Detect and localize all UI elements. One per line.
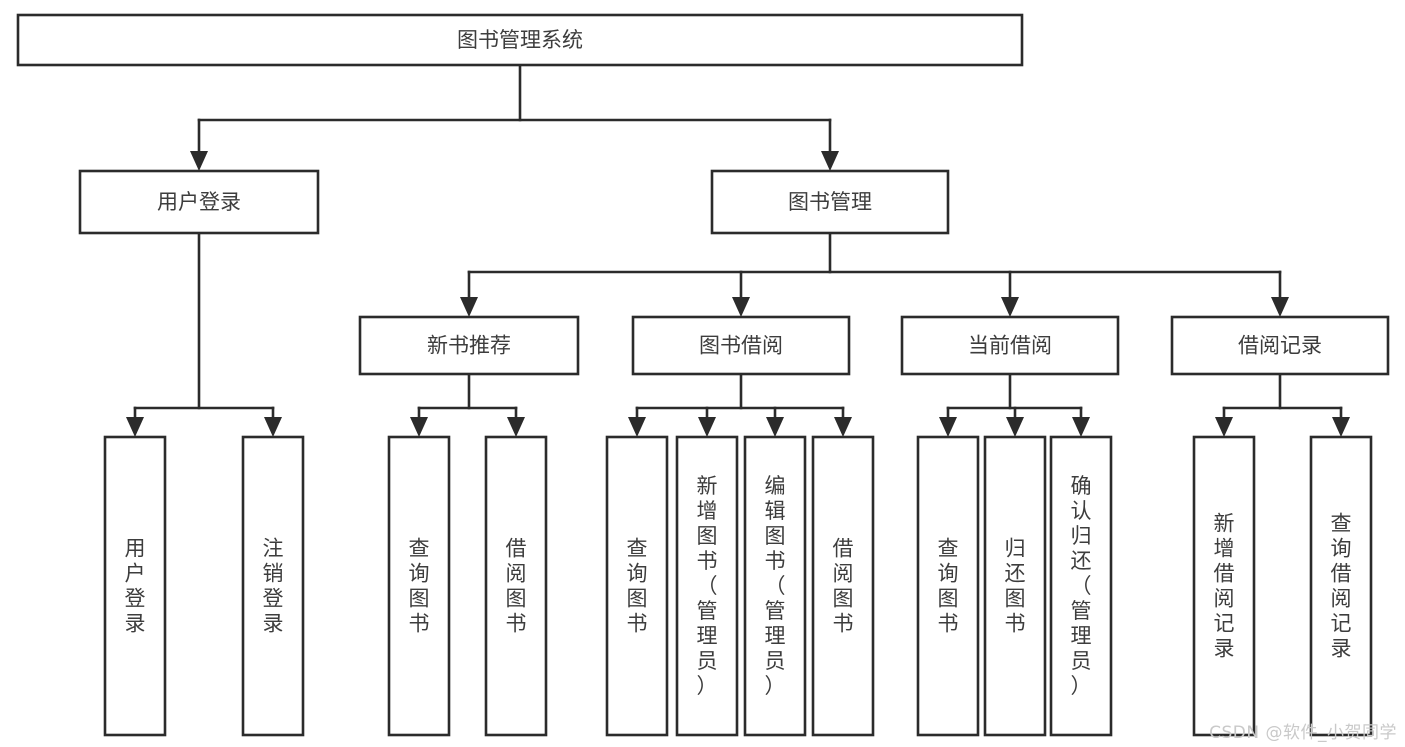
node-label: 借阅图书 (833, 537, 854, 636)
node-box (631, 315, 851, 376)
arrow-head-icon (834, 417, 852, 437)
node-box (1049, 435, 1113, 737)
arrow-head-icon (1001, 297, 1019, 317)
arrow-head-icon (126, 417, 144, 437)
node-label: 注销登录 (263, 537, 284, 636)
node-box (103, 435, 167, 737)
node-leaf-borrow-book-2[interactable]: 借阅图书 (811, 435, 875, 737)
node-label: 编辑图书（管理员） (765, 474, 786, 698)
node-box (484, 435, 548, 737)
arrow-head-icon (766, 417, 784, 437)
arrow-head-icon (1072, 417, 1090, 437)
node-label: 归还图书 (1005, 537, 1026, 636)
node-box (358, 315, 580, 376)
arrow-head-icon (190, 151, 208, 171)
node-label: 查询图书 (409, 537, 430, 636)
node-user-login[interactable]: 用户登录 (78, 169, 320, 235)
arrow-head-icon (628, 417, 646, 437)
node-label: 查询图书 (938, 537, 959, 636)
node-box (241, 435, 305, 737)
node-box (811, 435, 875, 737)
node-box (78, 169, 320, 235)
node-label: 确认归还（管理员） (1071, 474, 1092, 698)
arrow-head-icon (507, 417, 525, 437)
node-current-borrow[interactable]: 当前借阅 (900, 315, 1120, 376)
node-label: 图书借阅 (699, 334, 783, 358)
node-label: 新增图书（管理员） (697, 474, 718, 698)
node-new-book-recommend[interactable]: 新书推荐 (358, 315, 580, 376)
arrow-head-icon (732, 297, 750, 317)
node-leaf-edit-book[interactable]: 编辑图书（管理员） (743, 435, 807, 737)
node-leaf-query-record[interactable]: 查询借阅记录 (1309, 435, 1373, 737)
node-label: 图书管理 (788, 190, 872, 214)
node-label: 借阅图书 (506, 537, 527, 636)
node-box (1192, 435, 1256, 737)
arrow-head-icon (410, 417, 428, 437)
node-borrow-record[interactable]: 借阅记录 (1170, 315, 1390, 376)
csdn-watermark: CSDN @软件_小贺同学 (1209, 723, 1397, 743)
node-label: 查询图书 (627, 537, 648, 636)
arrow-head-icon (821, 151, 839, 171)
node-book-manage[interactable]: 图书管理 (710, 169, 950, 235)
node-box (1170, 315, 1390, 376)
node-leaf-logout[interactable]: 注销登录 (241, 435, 305, 737)
arrow-head-icon (939, 417, 957, 437)
node-leaf-borrow-book-1[interactable]: 借阅图书 (484, 435, 548, 737)
arrow-head-icon (460, 297, 478, 317)
node-leaf-add-record[interactable]: 新增借阅记录 (1192, 435, 1256, 737)
node-box (743, 435, 807, 737)
arrow-head-icon (1215, 417, 1233, 437)
node-box (916, 435, 980, 737)
node-box (387, 435, 451, 737)
node-leaf-query-book-2[interactable]: 查询图书 (605, 435, 669, 737)
node-box (900, 315, 1120, 376)
node-leaf-query-book-3[interactable]: 查询图书 (916, 435, 980, 737)
arrow-head-icon (264, 417, 282, 437)
arrow-head-icon (698, 417, 716, 437)
node-label: 新书推荐 (427, 334, 511, 358)
node-book-borrow[interactable]: 图书借阅 (631, 315, 851, 376)
node-leaf-return-book[interactable]: 归还图书 (983, 435, 1047, 737)
nodes-layer: 图书管理系统用户登录图书管理新书推荐图书借阅当前借阅借阅记录用户登录注销登录查询… (16, 13, 1390, 737)
node-box (983, 435, 1047, 737)
connector-lines-layer (126, 63, 1350, 437)
arrow-head-icon (1271, 297, 1289, 317)
node-box (675, 435, 739, 737)
node-box (710, 169, 950, 235)
node-label: 新增借阅记录 (1214, 512, 1235, 661)
node-leaf-confirm-return[interactable]: 确认归还（管理员） (1049, 435, 1113, 737)
node-label: 借阅记录 (1238, 334, 1322, 358)
node-label: 用户登录 (125, 537, 146, 636)
arrow-head-icon (1006, 417, 1024, 437)
node-leaf-user-login[interactable]: 用户登录 (103, 435, 167, 737)
arrow-head-icon (1332, 417, 1350, 437)
node-label: 用户登录 (157, 190, 241, 214)
node-label: 图书管理系统 (457, 28, 583, 52)
node-box (1309, 435, 1373, 737)
node-leaf-query-book-1[interactable]: 查询图书 (387, 435, 451, 737)
node-label: 当前借阅 (968, 334, 1052, 358)
node-root-system[interactable]: 图书管理系统 (16, 13, 1024, 67)
node-label: 查询借阅记录 (1331, 512, 1352, 661)
node-box (605, 435, 669, 737)
node-leaf-add-book[interactable]: 新增图书（管理员） (675, 435, 739, 737)
node-box (16, 13, 1024, 67)
